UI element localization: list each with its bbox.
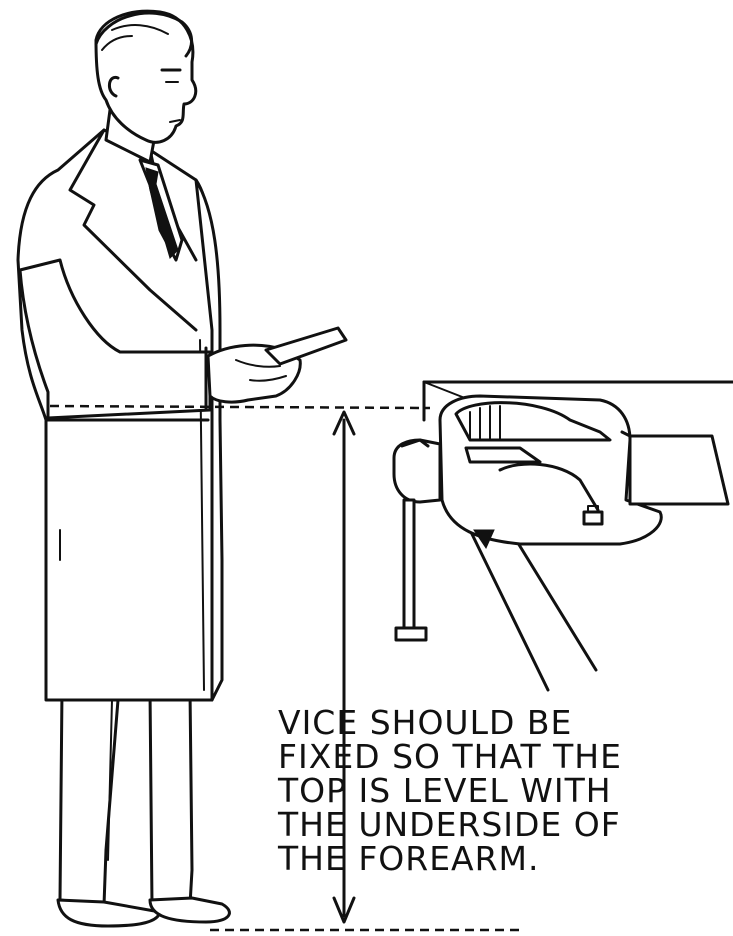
bench-vice (394, 396, 728, 640)
caption-line-5: THE FOREARM. (278, 842, 718, 876)
caption-line-2: FIXED SO THAT THE (278, 740, 718, 774)
caption-line-1: VICE SHOULD BE (278, 706, 718, 740)
caption: VICE SHOULD BE FIXED SO THAT THE TOP IS … (278, 706, 718, 876)
caption-line-3: TOP IS LEVEL WITH (278, 774, 718, 808)
caption-line-4: THE UNDERSIDE OF (278, 808, 718, 842)
